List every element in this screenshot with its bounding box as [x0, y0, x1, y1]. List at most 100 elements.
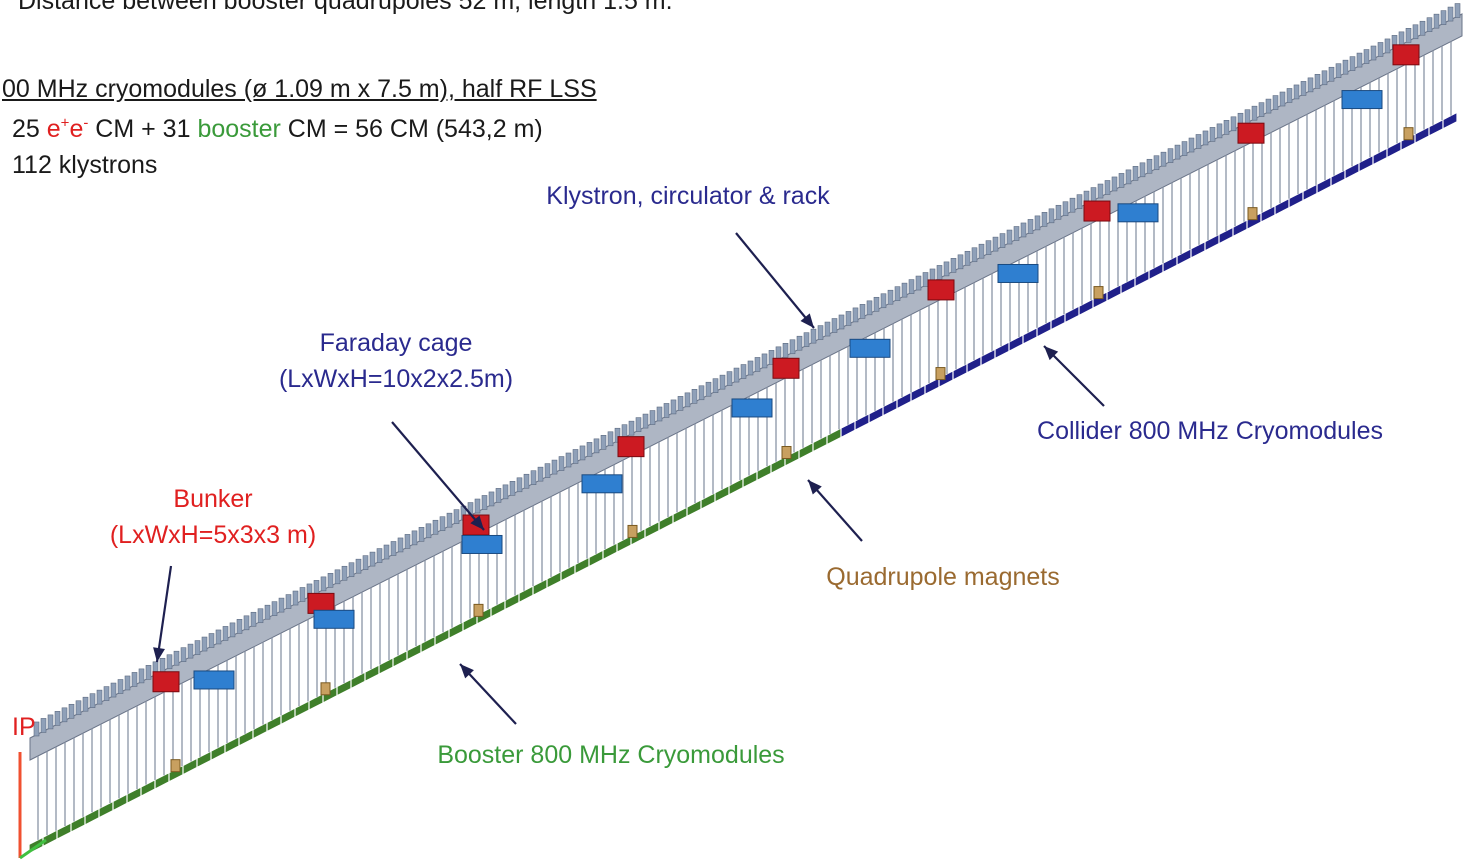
rack-unit	[880, 293, 887, 309]
cryomodule	[575, 558, 589, 573]
quadrupole-magnet	[473, 603, 484, 617]
rack-unit	[1412, 24, 1419, 40]
cryomodule	[855, 414, 869, 430]
rack-unit	[1258, 102, 1265, 117]
rack-unit	[75, 700, 82, 716]
cryomodule	[1261, 206, 1275, 222]
label-faraday-cage: Faraday cage	[319, 329, 473, 357]
cryomodule	[1359, 156, 1373, 171]
rack-unit	[705, 381, 712, 397]
ip-axes	[18, 752, 47, 860]
header-cm-count: 25 e+e- CM + 31 booster CM = 56 CM (543,…	[12, 114, 543, 145]
cryomodule	[155, 773, 169, 789]
cryomodule	[1317, 178, 1331, 193]
cryomodule	[827, 429, 841, 444]
rack-unit	[40, 718, 47, 733]
rack-unit	[747, 360, 754, 376]
cryomodule	[659, 515, 673, 530]
rack-unit	[1020, 222, 1027, 238]
label-collider-cryomodules: Collider 800 MHz Cryomodules	[1037, 417, 1383, 445]
cryomodule	[449, 622, 463, 638]
rack-unit	[894, 286, 901, 301]
rack-unit	[313, 580, 320, 595]
rack-unit	[397, 537, 404, 553]
cryomodule	[995, 343, 1009, 358]
rack-unit	[1041, 212, 1048, 227]
rack-unit	[1076, 194, 1083, 209]
rack-unit	[180, 647, 187, 662]
bunker	[927, 279, 955, 301]
rack-unit	[229, 622, 236, 638]
callout-arrowhead	[460, 664, 474, 679]
faraday-cage	[1117, 203, 1159, 223]
label-klystron: Klystron, circulator & rack	[546, 182, 830, 210]
cryomodule	[1373, 149, 1387, 164]
rack-unit	[719, 374, 726, 390]
cryomodule	[1163, 256, 1177, 272]
rack-unit	[495, 488, 502, 503]
label-bunker-dims: (LxWxH=5x3x3 m)	[109, 521, 317, 549]
ip-axis-horizontal	[19, 838, 47, 860]
rack-unit	[1209, 127, 1216, 142]
rack-unit	[1013, 226, 1020, 241]
rack-unit	[1055, 204, 1062, 220]
rack-unit	[82, 696, 89, 712]
rack-unit	[1188, 137, 1195, 153]
rack-unit	[264, 604, 271, 620]
rack-unit	[1454, 3, 1461, 18]
rack-unit	[992, 236, 999, 252]
rack-unit	[586, 442, 593, 457]
cryomodule	[379, 658, 393, 674]
rack-unit	[985, 240, 992, 255]
rack-unit	[1356, 52, 1363, 68]
faraday-cage	[461, 534, 503, 554]
rack-unit	[1244, 109, 1251, 125]
rack-unit	[845, 311, 852, 326]
rack-unit	[1104, 180, 1111, 195]
rack-unit	[831, 318, 838, 333]
rack-unit	[1174, 144, 1181, 160]
cryomodule	[463, 615, 477, 631]
cryomodule	[99, 802, 113, 817]
rack-unit	[866, 300, 873, 316]
cryomodule	[1121, 278, 1135, 293]
rack-unit	[1195, 134, 1202, 149]
cryomodule	[925, 378, 939, 394]
quadrupole-magnet	[781, 445, 792, 459]
cryomodule	[589, 551, 603, 566]
quadrupole-magnet	[1247, 207, 1258, 221]
rack-unit	[1426, 17, 1433, 32]
bunker	[1392, 44, 1420, 66]
cryomodule	[519, 587, 533, 602]
bunker	[1237, 122, 1265, 144]
rack-unit	[425, 523, 432, 539]
rack-unit	[124, 675, 131, 691]
cm-label-1: CM + 31	[95, 115, 191, 143]
cryomodule	[967, 357, 981, 372]
rack-unit	[789, 339, 796, 355]
rack-unit	[145, 665, 152, 680]
rack-unit	[915, 275, 922, 291]
rack-unit	[691, 389, 698, 404]
cryomodule	[407, 644, 421, 659]
rack-unit	[1272, 95, 1279, 110]
quadrupole-magnet	[935, 367, 946, 381]
cryomodule	[715, 486, 729, 502]
rack-unit	[817, 325, 824, 340]
rack-unit	[1349, 56, 1356, 71]
rack-unit	[516, 477, 523, 493]
rack-unit	[243, 615, 250, 631]
label-faraday-dims: (LxWxH=10x2x2.5m)	[278, 365, 514, 393]
rack-unit	[810, 328, 817, 344]
cryomodule	[1107, 285, 1121, 301]
rack-unit	[733, 367, 740, 383]
cryomodule	[687, 500, 701, 516]
faraday-cage	[313, 609, 355, 629]
rack-unit	[327, 573, 334, 588]
cryomodule	[1191, 242, 1205, 258]
cryomodule	[295, 701, 309, 717]
rack-unit	[628, 420, 635, 436]
ee-label: e+e-	[46, 114, 89, 143]
rack-unit	[131, 672, 138, 687]
